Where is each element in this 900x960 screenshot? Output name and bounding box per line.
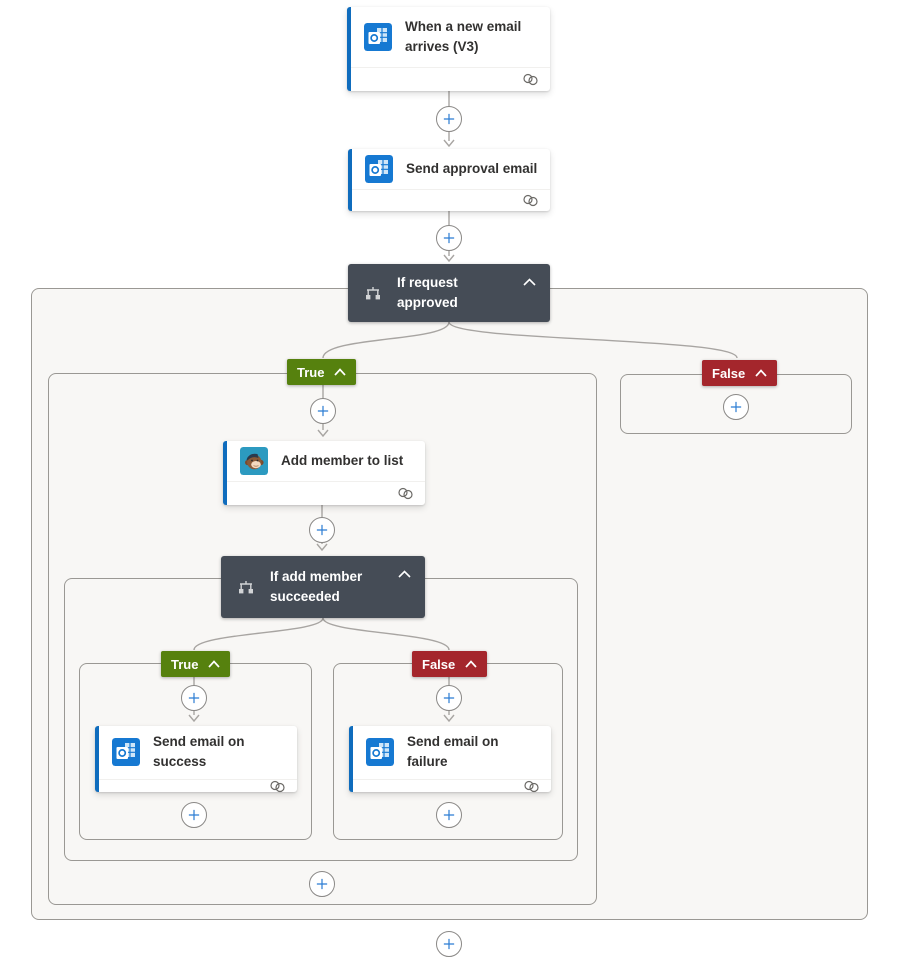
condition2-title: If add member succeeded [270, 568, 363, 604]
false-badge-label: False [422, 656, 456, 672]
add-action-button[interactable] [309, 871, 335, 897]
condition-icon [364, 283, 384, 303]
add-action-button[interactable] [723, 394, 749, 420]
arrowhead-icon [443, 139, 455, 148]
outlook-icon [366, 738, 394, 767]
send-approval-card[interactable]: Send approval email [348, 149, 550, 211]
collapse-chevron-up-icon[interactable] [521, 276, 538, 288]
trigger-card[interactable]: When a new email arrives (V3) [347, 7, 550, 91]
collapse-chevron-up-icon[interactable] [396, 568, 413, 580]
connection-icon [522, 73, 539, 86]
condition1-title: If request approved [397, 274, 458, 310]
connection-icon [523, 780, 540, 793]
true-badge-label: True [171, 656, 199, 672]
chevron-up-icon [208, 660, 221, 668]
insert-step-button[interactable] [309, 517, 335, 543]
chevron-up-icon [755, 369, 767, 377]
insert-step-button[interactable] [436, 685, 462, 711]
insert-step-button[interactable] [436, 106, 462, 132]
insert-step-button[interactable] [181, 685, 207, 711]
chevron-up-icon [465, 660, 477, 668]
false-badge-label: False [712, 365, 746, 381]
false-branch-badge[interactable]: False [702, 360, 778, 386]
send-failure-title: Send email on failure [407, 734, 499, 770]
mailchimp-icon [240, 447, 268, 475]
insert-step-button[interactable] [310, 398, 336, 424]
condition-if-add-member-succeeded-card[interactable]: If add member succeeded [221, 556, 425, 618]
add-action-button[interactable] [436, 931, 462, 957]
inner-false-branch-badge[interactable]: False [412, 651, 488, 677]
add-action-button[interactable] [181, 802, 207, 828]
send-success-title: Send email on success [153, 734, 245, 770]
chevron-up-icon [334, 368, 347, 376]
outlook-icon [112, 738, 140, 767]
send-approval-title: Send approval email [406, 160, 538, 176]
condition-icon [237, 577, 257, 597]
connection-icon [269, 780, 286, 793]
insert-step-button[interactable] [436, 225, 462, 251]
condition-if-request-approved-card[interactable]: If request approved [348, 264, 550, 322]
add-member-card[interactable]: Add member to list [223, 441, 425, 505]
send-email-success-card[interactable]: Send email on success [95, 726, 297, 792]
true-branch-badge[interactable]: True [287, 359, 357, 385]
add-member-title: Add member to list [281, 452, 404, 468]
connection-icon [397, 487, 414, 500]
inner-true-branch-badge[interactable]: True [161, 651, 231, 677]
send-email-failure-card[interactable]: Send email on failure [349, 726, 551, 792]
trigger-title: When a new email arrives (V3) [405, 18, 522, 54]
outlook-icon [364, 23, 392, 51]
arrowhead-icon [443, 254, 455, 263]
add-action-button[interactable] [436, 802, 462, 828]
connection-icon [522, 194, 539, 207]
outlook-icon [365, 155, 393, 183]
true-badge-label: True [297, 364, 325, 380]
